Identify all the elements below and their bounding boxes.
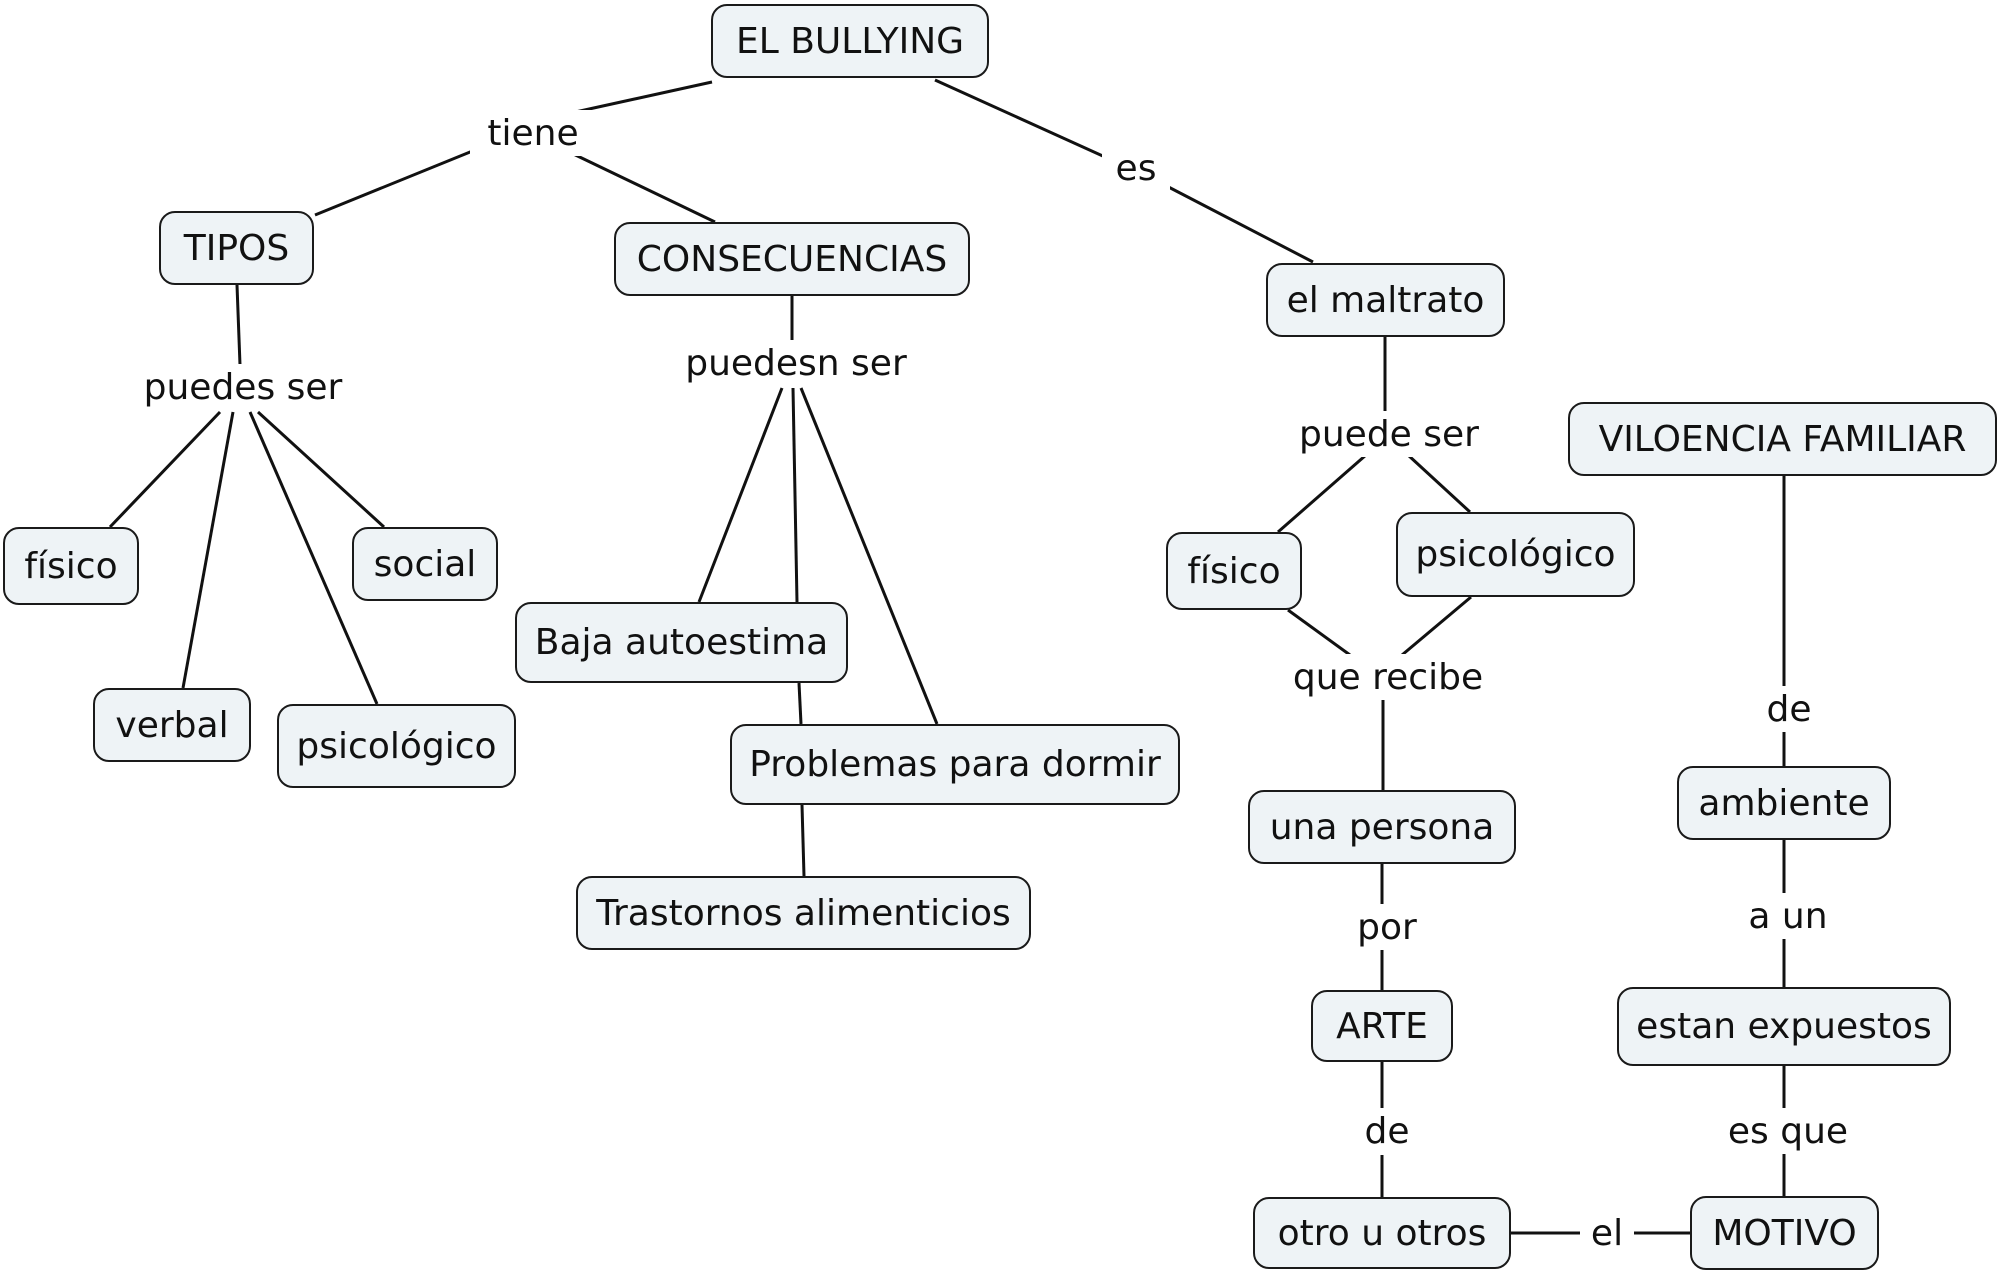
connector <box>248 411 379 705</box>
link-a-un: a un <box>1736 893 1840 939</box>
connector <box>108 410 222 529</box>
connector <box>934 78 1106 159</box>
node-tipo-verbal[interactable]: verbal <box>93 688 251 762</box>
link-es-que: es que <box>1715 1108 1861 1154</box>
connector <box>1406 453 1472 514</box>
node-violencia-familiar[interactable]: VILOENCIA FAMILIAR <box>1568 402 1997 476</box>
node-otro-u-otros[interactable]: otro u otros <box>1253 1197 1511 1269</box>
node-estan-expuestos[interactable]: estan expuestos <box>1617 987 1951 1066</box>
connector <box>1277 453 1367 534</box>
node-arte[interactable]: ARTE <box>1311 990 1453 1062</box>
link-puedes-ser: puedes ser <box>130 364 356 410</box>
node-motivo[interactable]: MOTIVO <box>1690 1196 1879 1270</box>
connector <box>314 148 476 217</box>
connector <box>1401 595 1472 657</box>
node-tipo-psicologico[interactable]: psicológico <box>277 704 516 788</box>
link-de-violencia: de <box>1750 686 1828 732</box>
node-el-maltrato[interactable]: el maltrato <box>1266 263 1505 337</box>
node-tipos[interactable]: TIPOS <box>159 211 314 285</box>
connector <box>697 387 784 603</box>
connector <box>800 804 806 877</box>
connector <box>235 284 242 366</box>
node-maltrato-fisico[interactable]: físico <box>1166 532 1302 610</box>
node-ambiente[interactable]: ambiente <box>1677 766 1891 840</box>
connector <box>791 387 799 603</box>
connector <box>256 410 386 529</box>
connector <box>564 148 716 224</box>
node-tipo-fisico[interactable]: físico <box>3 527 139 605</box>
node-baja-autoestima[interactable]: Baja autoestima <box>515 602 848 683</box>
connector <box>1154 178 1314 264</box>
link-es: es <box>1102 145 1170 191</box>
node-trastornos-alimenticios[interactable]: Trastornos alimenticios <box>576 876 1031 950</box>
connector <box>799 387 939 725</box>
link-puedesn-ser: puedesn ser <box>672 340 920 386</box>
node-consecuencias[interactable]: CONSECUENCIAS <box>614 222 970 296</box>
connector <box>1287 608 1351 657</box>
connector <box>797 682 803 725</box>
link-de-arte: de <box>1348 1108 1426 1154</box>
node-maltrato-psicologico[interactable]: psicológico <box>1396 512 1635 597</box>
link-que-recibe: que recibe <box>1278 654 1498 700</box>
link-puede-ser: puede ser <box>1282 411 1496 457</box>
link-por: por <box>1342 904 1432 950</box>
node-problemas-para-dormir[interactable]: Problemas para dormir <box>730 724 1180 805</box>
link-el: el <box>1580 1210 1634 1256</box>
link-tiene: tiene <box>470 110 596 156</box>
node-tipo-social[interactable]: social <box>352 527 498 601</box>
node-una-persona[interactable]: una persona <box>1248 790 1516 864</box>
node-el-bullying[interactable]: EL BULLYING <box>711 4 989 78</box>
connector <box>181 411 235 689</box>
